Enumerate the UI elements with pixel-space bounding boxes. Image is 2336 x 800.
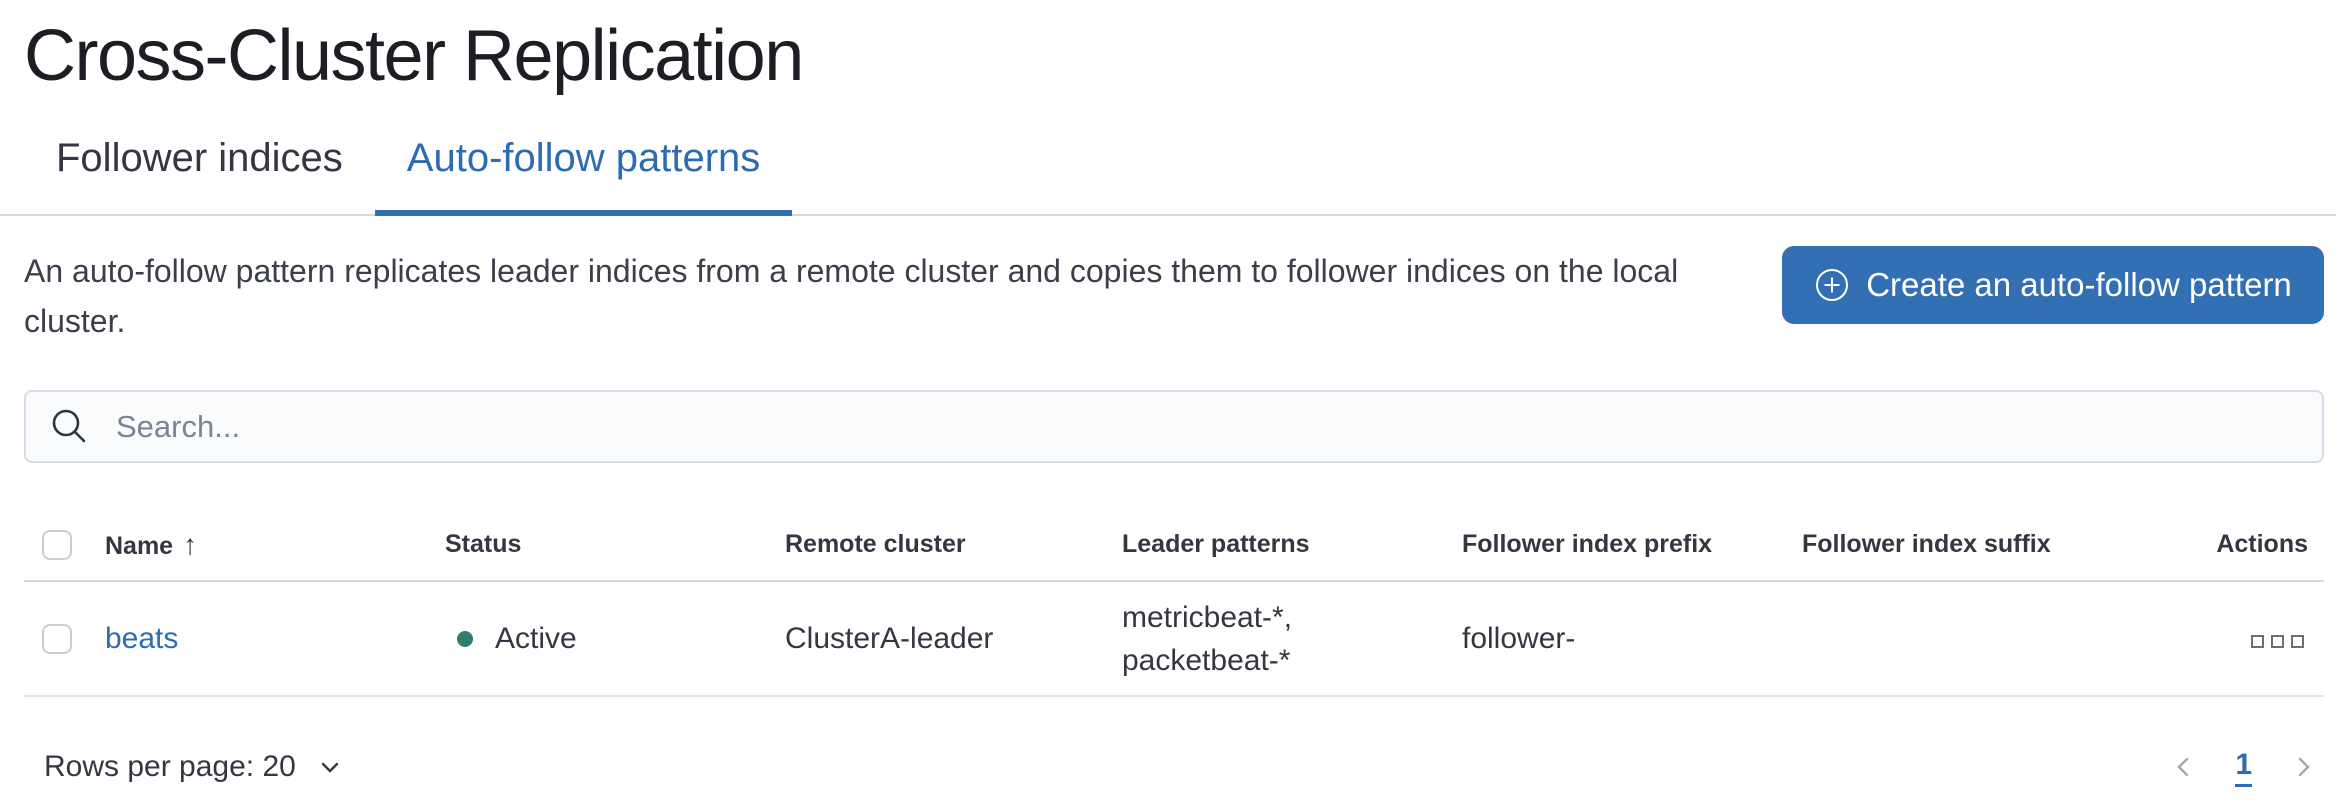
column-header-leader-patterns: Leader patterns [1122,509,1462,582]
chevron-left-icon [2177,757,2189,777]
sort-ascending-icon: ↑ [183,528,198,560]
column-header-actions: Actions [2142,509,2324,582]
status-active-dot-icon [457,630,473,647]
column-header-follower-index-suffix: Follower index suffix [1802,509,2142,582]
leader-patterns-cell: metricbeat-*, packetbeat-* [1122,581,1462,697]
pattern-name-link[interactable]: beats [105,621,179,655]
status-cell: Active [445,622,785,656]
plus-in-circle-icon [1816,269,1849,301]
table-footer: Rows per page: 20 1 [24,697,2324,797]
column-header-name[interactable]: Name↑ [105,509,445,582]
follower-index-prefix-cell: follower- [1462,581,1802,697]
page-title: Cross-Cluster Replication [24,16,804,96]
table-row: beats Active ClusterA-leader metricbeat-… [24,581,2324,697]
description-row: An auto-follow pattern replicates leader… [24,246,2324,346]
page-description: An auto-follow pattern replicates leader… [24,253,1679,339]
page-number-1[interactable]: 1 [2235,748,2252,787]
select-row-checkbox[interactable] [42,623,72,654]
next-page-button[interactable] [2288,752,2318,782]
search-bar [24,390,2324,463]
chevron-down-icon [321,762,339,773]
follower-index-suffix-cell [1802,581,2142,697]
pagination: 1 [2169,748,2318,787]
create-auto-follow-pattern-button[interactable]: Create an auto-follow pattern [1782,246,2324,324]
rows-per-page-button[interactable]: Rows per page: 20 [44,750,344,784]
tab-auto-follow-patterns[interactable]: Auto-follow patterns [374,138,793,216]
tab-bar: Follower indices Auto-follow patterns [0,138,2336,216]
chevron-right-icon [2298,757,2310,777]
auto-follow-patterns-table: Name↑ Status Remote cluster Leader patte… [24,509,2324,697]
table-header-row: Name↑ Status Remote cluster Leader patte… [24,509,2324,582]
previous-page-button[interactable] [2169,752,2199,782]
leader-pattern-line: packetbeat-* [1122,643,1291,677]
rows-per-page-label: Rows per page: 20 [44,750,296,783]
remote-cluster-cell: ClusterA-leader [785,581,1122,697]
column-header-follower-index-prefix: Follower index prefix [1462,509,1802,582]
column-header-remote-cluster: Remote cluster [785,509,1122,582]
row-actions-icon[interactable] [2251,634,2304,648]
status-label: Active [495,621,577,655]
search-input[interactable] [116,408,2302,445]
create-button-label: Create an auto-follow pattern [1866,266,2292,303]
column-header-status: Status [445,509,785,582]
tab-follower-indices[interactable]: Follower indices [56,136,343,180]
search-icon [52,409,86,442]
select-all-checkbox[interactable] [42,529,72,560]
leader-pattern-line: metricbeat-*, [1122,600,1293,634]
cross-cluster-replication-page: Cross-Cluster Replication Follower indic… [0,16,2336,800]
